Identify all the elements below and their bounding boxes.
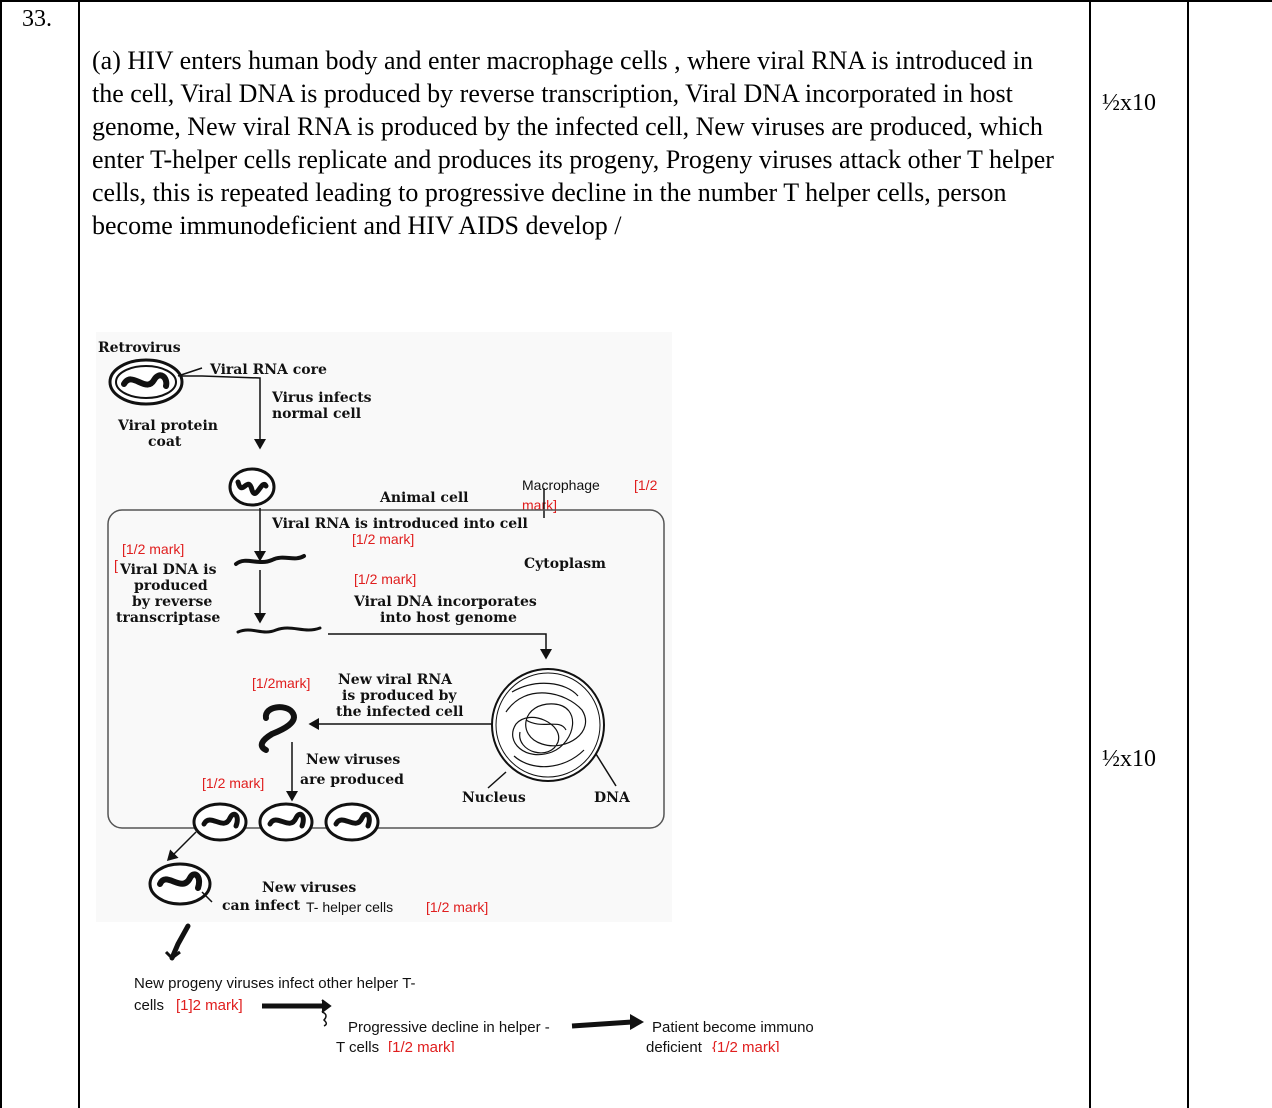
decline-bracket [321, 1011, 328, 1027]
t-helper-label: T- helper cells [306, 899, 393, 915]
can-infect-label-1: New viruses [262, 880, 356, 896]
progeny-label-2: cells [134, 997, 164, 1014]
decline-mark: [1/2 mark] [388, 1039, 455, 1052]
virus-infects-label-2: normal cell [272, 406, 361, 422]
new-rna-label-3: the infected cell [336, 704, 463, 720]
viral-dna-strand [236, 626, 322, 634]
patient-label-2: deficient [646, 1039, 703, 1052]
rna-introduced-mark: [1/2 mark] [352, 531, 414, 547]
decline-label-1: Progressive decline in helper - [348, 1019, 550, 1036]
viral-protein-label-2: coat [148, 434, 182, 450]
decline-to-patient-arrow-head [630, 1014, 644, 1030]
patient-label-1: Patient become immuno [652, 1019, 814, 1036]
column-divider-1 [78, 0, 80, 1108]
column-divider-3 [1187, 0, 1189, 1108]
macrophage-mark-1: [1/2 [634, 477, 658, 493]
new-virus-icons [192, 802, 380, 842]
dna-produced-mark: [1/2 mark] [122, 541, 184, 557]
retrovirus-title: Retrovirus [98, 340, 181, 356]
can-infect-label-2: can infect [222, 898, 301, 914]
hiv-replication-figure: Retrovirus Viral RNA core Virus infects … [96, 332, 672, 922]
viral-protein-label-1: Viral protein [117, 418, 218, 434]
t-helper-mark: [1/2 mark] [426, 899, 488, 915]
incorporates-mark: [1/2 mark] [354, 571, 416, 587]
nucleus-label: Nucleus [462, 790, 526, 806]
dna-label: DNA [594, 790, 631, 806]
viral-rna-core-label: Viral RNA core [209, 362, 327, 378]
marks-label-2: ½x10 [1102, 746, 1156, 772]
infect-pointer [201, 891, 213, 903]
viral-dna-label-2: produced [134, 578, 208, 594]
new-rna-shape [258, 704, 297, 753]
virus-infects-label-1: Virus infects [271, 390, 372, 406]
progeny-to-decline-arrow-head [321, 999, 332, 1013]
new-viruses-label-1: New viruses [306, 752, 400, 768]
rna-core-pointer [177, 367, 203, 377]
decline-label-2: T cells [336, 1039, 379, 1052]
dna-produced-bracket: [ [114, 557, 118, 573]
question-number: 33. [22, 6, 52, 32]
progression-flow: New progeny viruses infect other helper … [134, 923, 814, 1052]
viral-rna-strand [234, 554, 306, 566]
release-arrow [166, 831, 197, 862]
integration-arrow [328, 633, 552, 660]
new-rna-mark: [1/2mark] [252, 675, 310, 691]
released-virus-icon [148, 862, 212, 906]
entering-virus-icon [228, 467, 276, 507]
viral-dna-label-1: Viral DNA is [119, 562, 217, 578]
hiv-diagram: Retrovirus Viral RNA core Virus infects … [98, 340, 665, 915]
incorporates-label-2: into host genome [380, 610, 517, 626]
infection-arrow [182, 375, 266, 450]
macrophage-label: Macrophage [522, 477, 600, 493]
new-viruses-label-2: are produced [300, 772, 404, 788]
column-divider-2 [1089, 0, 1091, 1108]
table-left-border [0, 0, 2, 1108]
nucleus-shape [491, 668, 605, 782]
nucleus-pointer [487, 771, 507, 789]
patient-mark: {1/2 mark] [712, 1039, 780, 1052]
new-rna-label-2: is produced by [342, 688, 457, 704]
incorporates-label-1: Viral DNA incorporates [353, 594, 537, 610]
table-top-border [0, 0, 1272, 2]
new-rna-label-1: New viral RNA [338, 672, 453, 688]
dna-pointer [595, 753, 617, 787]
progeny-arrow [169, 923, 191, 961]
new-viruses-mark: [1/2 mark] [202, 775, 264, 791]
rna-introduced-label: Viral RNA is introduced into cell [271, 516, 528, 532]
progeny-arrow-head [164, 950, 181, 960]
animal-cell-label: Animal cell [379, 490, 469, 506]
cytoplasm-label: Cytoplasm [524, 556, 606, 572]
progeny-label-1: New progeny viruses infect other helper … [134, 975, 416, 992]
decline-to-patient-arrow [571, 1019, 633, 1029]
answer-text: (a) HIV enters human body and enter macr… [92, 46, 1054, 240]
macrophage-mark-2: mark] [522, 497, 557, 513]
viral-dna-label-3: by reverse [132, 594, 212, 610]
retrovirus-icon [108, 358, 184, 406]
animal-cell-boundary [107, 509, 665, 829]
marks-label-1: ½x10 [1102, 90, 1156, 116]
viral-dna-label-4: transcriptase [116, 610, 220, 626]
progeny-mark: [1]2 mark] [176, 997, 243, 1014]
